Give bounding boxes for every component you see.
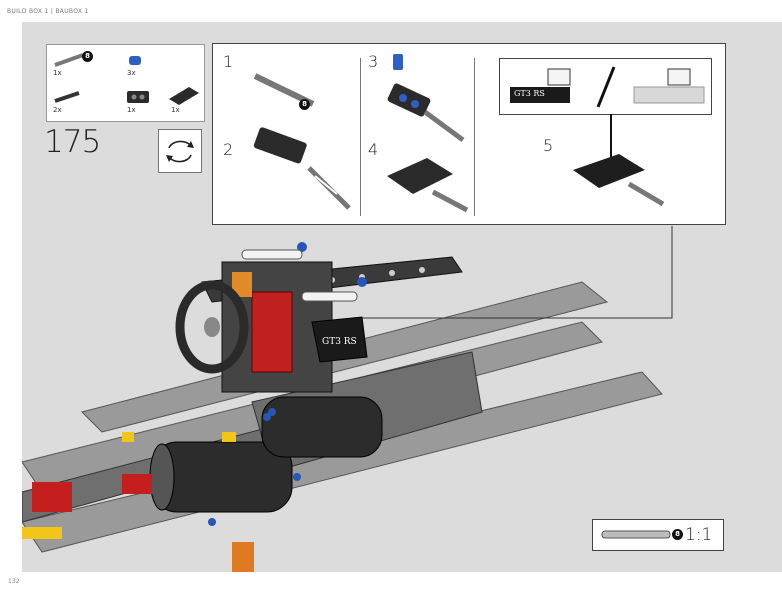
- substep-3-illustration: [387, 54, 465, 143]
- scale-length-badge: 8: [672, 529, 683, 540]
- sticker-option-a: [510, 68, 571, 103]
- substep-1-number: 1: [223, 52, 234, 71]
- main-model-illustration: GT3 RS: [22, 226, 673, 572]
- instruction-canvas: GT3 RS 8 1x 3x 2x 1x 1x: [22, 22, 782, 572]
- axle-scale-icon: [601, 530, 671, 539]
- substep-1-length-badge: 8: [299, 99, 310, 110]
- axle-qty: 1x: [53, 69, 62, 77]
- tile-plate-part-icon: [169, 87, 199, 105]
- sticker-options-box: GT3 RS: [499, 58, 712, 115]
- scale-ratio-label: 1:1: [685, 525, 713, 545]
- axle-length-badge: 8: [82, 51, 93, 62]
- page-number: 132: [8, 578, 20, 585]
- connector-block-part-icon: [127, 91, 149, 103]
- sticker-option-b: [633, 68, 705, 104]
- blue-pin-part-icon: [129, 56, 141, 65]
- parts-list: 8 1x 3x 2x 1x 1x: [46, 44, 205, 122]
- substep-4-illustration: [387, 158, 469, 213]
- step-number: 175: [44, 124, 101, 160]
- substep-5-number: 5: [543, 136, 554, 155]
- sticker-option-a-text: GT3 RS: [514, 89, 545, 98]
- substep-divider: [360, 58, 361, 216]
- rotate-model-icon: [166, 140, 194, 163]
- substep-5-illustration: [573, 114, 665, 207]
- substep-2-illustration: [253, 127, 351, 210]
- substep-4-number: 4: [368, 140, 379, 159]
- substep-1-illustration: [253, 73, 315, 107]
- blue-pin-qty: 3x: [127, 69, 136, 77]
- black-pin-part-icon: [54, 91, 80, 103]
- tile-plate-qty: 1x: [171, 106, 180, 114]
- substep-callout: 1 8 2 3 4 GT3 RS 5: [212, 43, 726, 225]
- substep-2-number: 2: [223, 140, 234, 159]
- substep-divider: [474, 58, 475, 216]
- axle-part-icon: [54, 53, 84, 67]
- black-pin-qty: 2x: [53, 106, 62, 114]
- substep-3-number: 3: [368, 52, 379, 71]
- scale-reference-box: 8 1:1: [592, 519, 724, 551]
- connector-block-qty: 1x: [127, 106, 136, 114]
- rotate-model-box: [158, 129, 202, 173]
- page-header: BUILD BOX 1 | BAUBOX 1: [7, 8, 89, 15]
- or-slash-icon: [596, 66, 616, 108]
- model-sticker-label: GT3 RS: [322, 337, 357, 347]
